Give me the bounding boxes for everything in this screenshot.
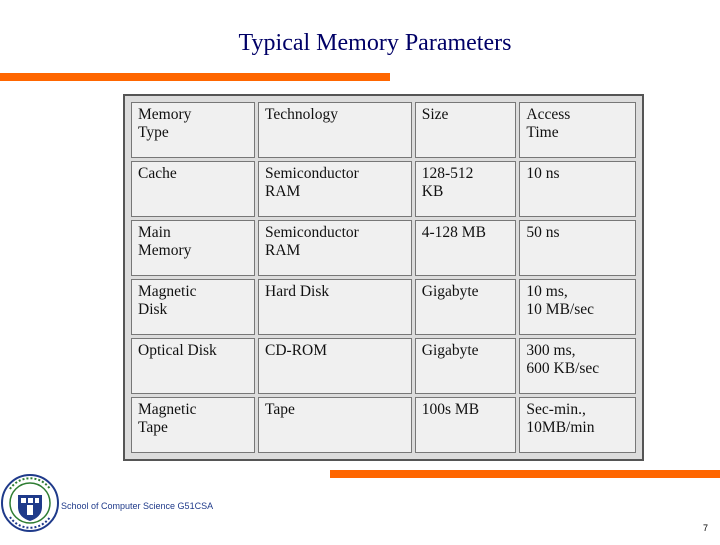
page-number: 7 (702, 523, 708, 533)
university-crest-icon (0, 467, 60, 540)
cell-size: Gigabyte (414, 279, 517, 335)
cell-memory-type: Main Memory (131, 220, 255, 276)
header-memory-type: Memory Type (131, 102, 255, 158)
table-row: Main Memory Semiconductor RAM 4-128 MB 5… (131, 220, 636, 276)
cell-access-time: Sec-min., 10MB/min (519, 397, 636, 453)
slide-title: Typical Memory Parameters (238, 30, 512, 56)
cell-memory-type: Cache (131, 161, 255, 217)
cell-access-time: 10 ns (519, 161, 636, 217)
cell-access-time: 300 ms, 600 KB/sec (519, 338, 636, 394)
cell-technology: Tape (258, 397, 412, 453)
header-access-time: Access Time (519, 102, 636, 158)
header-size: Size (414, 102, 517, 158)
cell-access-time: 10 ms, 10 MB/sec (519, 279, 636, 335)
table-row: Magnetic Disk Hard Disk Gigabyte 10 ms, … (131, 279, 636, 335)
cell-size: 128-512 KB (414, 161, 517, 217)
table-row: Magnetic Tape Tape 100s MB Sec-min., 10M… (131, 397, 636, 453)
table-row: Cache Semiconductor RAM 128-512 KB 10 ns (131, 161, 636, 217)
cell-memory-type: Magnetic Tape (131, 397, 255, 453)
memory-table-frame: Memory Type Technology Size Access Time … (123, 94, 644, 461)
cell-technology: CD-ROM (258, 338, 412, 394)
table-header-row: Memory Type Technology Size Access Time (131, 102, 636, 158)
cell-technology: Semiconductor RAM (258, 161, 412, 217)
header-technology: Technology (258, 102, 412, 158)
cell-size: Gigabyte (414, 338, 517, 394)
cell-memory-type: Optical Disk (131, 338, 255, 394)
cell-size: 4-128 MB (414, 220, 517, 276)
top-accent-bar (0, 73, 390, 81)
cell-technology: Hard Disk (258, 279, 412, 335)
cell-size: 100s MB (414, 397, 517, 453)
cell-technology: Semiconductor RAM (258, 220, 412, 276)
table-row: Optical Disk CD-ROM Gigabyte 300 ms, 600… (131, 338, 636, 394)
footer-course-label: School of Computer Science G51CSA (61, 501, 214, 511)
cell-access-time: 50 ns (519, 220, 636, 276)
cell-memory-type: Magnetic Disk (131, 279, 255, 335)
memory-parameters-table: Memory Type Technology Size Access Time … (128, 99, 639, 456)
bottom-accent-bar (330, 470, 720, 478)
